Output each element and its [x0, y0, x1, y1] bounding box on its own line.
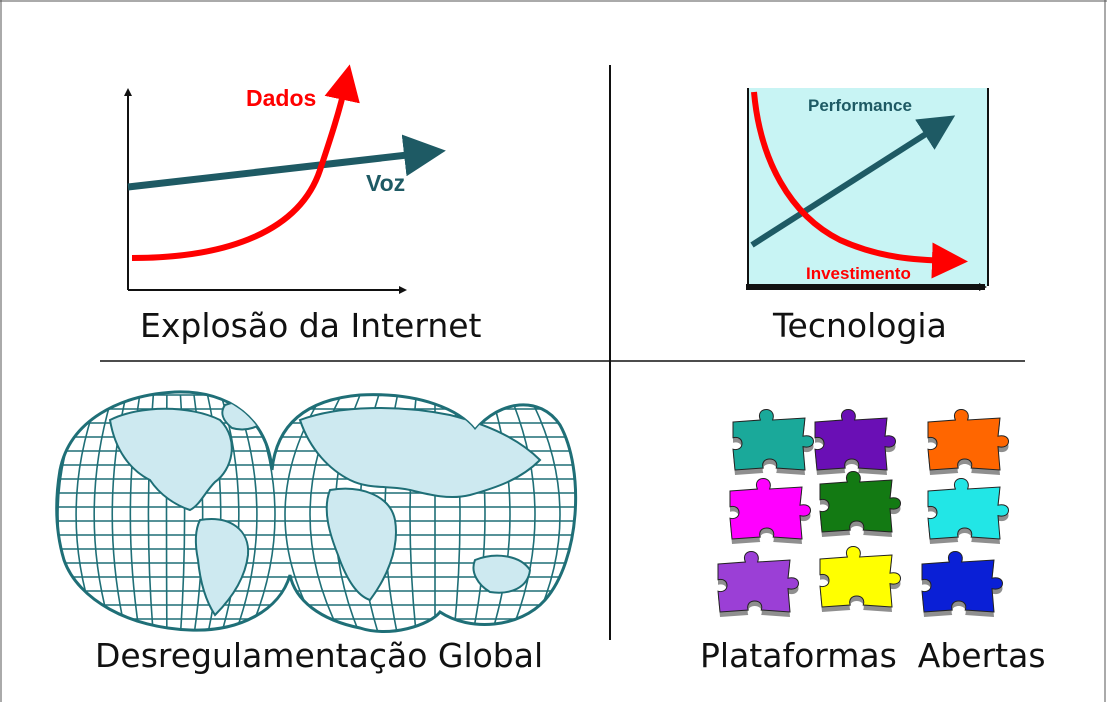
dados-label: Dados: [246, 85, 316, 111]
puzzle-piece: [819, 546, 901, 608]
world-map-continents: [108, 400, 542, 617]
puzzle-piece: [927, 409, 1009, 471]
puzzle-piece: [717, 551, 799, 613]
voz-trend-line: [127, 134, 446, 191]
puzzle-piece: [732, 409, 814, 471]
puzzle-piece: [921, 551, 1003, 613]
puzzle-piece: [729, 478, 811, 540]
global-caption: Desregulamentação Global: [95, 636, 544, 675]
performance-trend-line: [750, 115, 956, 248]
investimento-label: Investimento: [806, 264, 911, 283]
puzzle-piece: [819, 471, 901, 533]
internet-growth-chart: Dados Voz: [124, 64, 446, 294]
technology-chart: Performance Investimento: [746, 88, 989, 291]
puzzle-pieces-illustration: [717, 409, 1009, 617]
platforms-caption: Plataformas Abertas: [700, 636, 1046, 675]
world-map-illustration: [55, 390, 578, 634]
performance-label: Performance: [808, 96, 912, 115]
dados-trend-curve: [131, 64, 360, 261]
investimento-trend-curve: [751, 91, 968, 279]
puzzle-piece: [814, 409, 896, 471]
technology-caption: Tecnologia: [773, 306, 947, 345]
internet-caption: Explosão da Internet: [140, 306, 482, 345]
voz-label: Voz: [366, 170, 405, 196]
puzzle-piece: [927, 478, 1009, 540]
